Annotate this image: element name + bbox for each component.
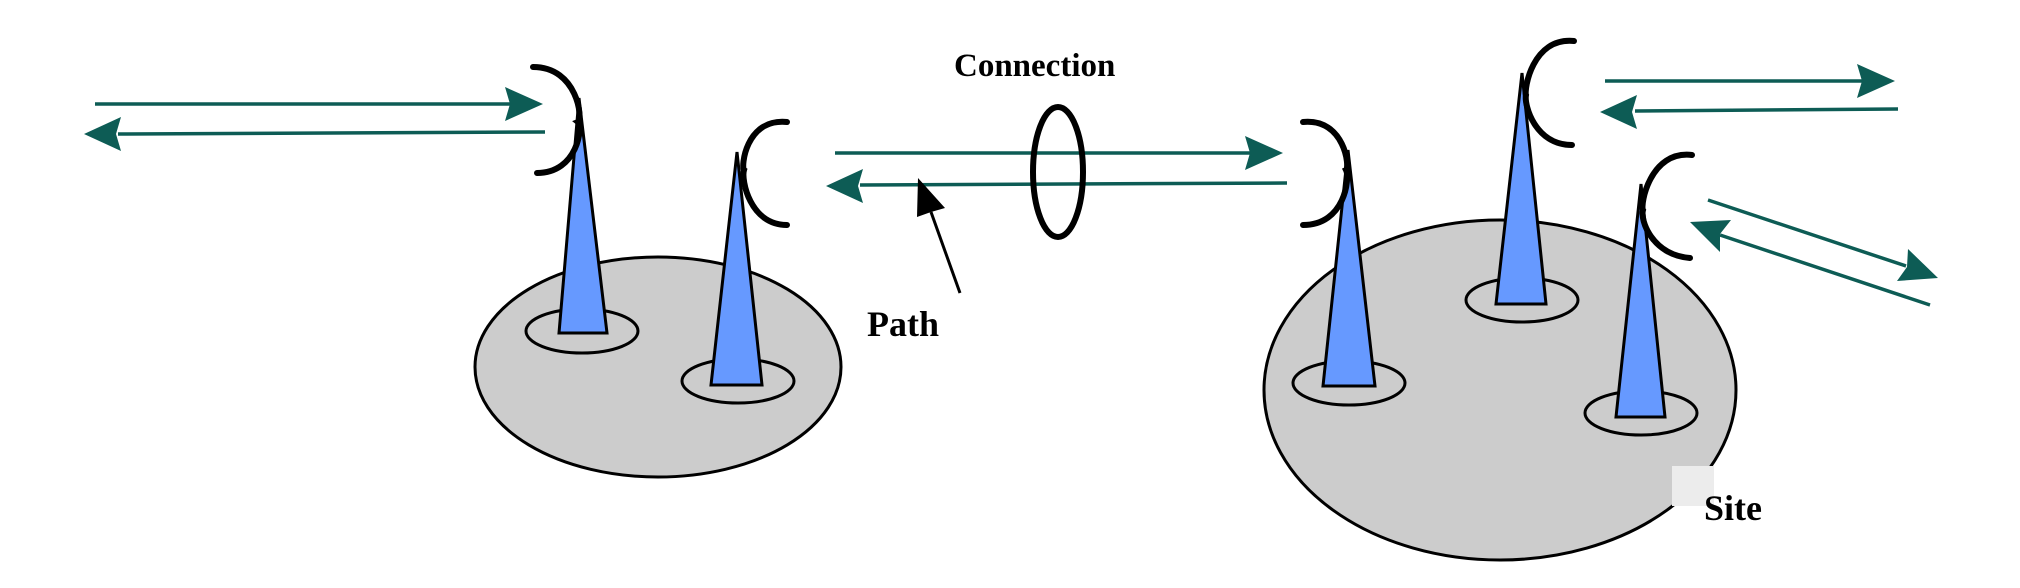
site-right-area	[1262, 218, 1738, 562]
pointer-line	[929, 211, 962, 294]
antenna-left-2	[680, 151, 796, 405]
path-pointer	[917, 178, 962, 294]
pointer-arrow-icon	[917, 178, 945, 217]
antenna-icon	[1321, 149, 1377, 388]
beam-bracket-icon	[530, 64, 583, 176]
arrow-icon	[1690, 220, 1731, 252]
antenna-right-2	[1464, 72, 1580, 324]
arrow-icon	[826, 169, 863, 203]
antenna-left-1	[524, 97, 640, 355]
arrow-icon	[1857, 64, 1895, 98]
site-label: Site	[1704, 488, 1762, 528]
beam-bracket-icon	[1639, 151, 1695, 261]
arrow-line	[1634, 107, 1899, 113]
arrow-line	[1707, 198, 1907, 268]
arrows-right-top	[1600, 64, 1899, 129]
arrow-icon	[1245, 136, 1283, 170]
path-label: Path	[867, 304, 939, 344]
connection-ring	[1030, 104, 1086, 240]
beam-bracket-icon	[1300, 118, 1351, 228]
antenna-icon	[1614, 183, 1667, 419]
site-right	[1262, 37, 1738, 562]
antenna-icon	[557, 97, 609, 335]
arrows-left	[84, 87, 546, 151]
beam-bracket-icon	[740, 118, 790, 228]
antenna-icon	[1494, 72, 1548, 306]
antenna-right-3	[1583, 183, 1699, 437]
arrow-line	[859, 181, 1288, 187]
antenna-icon	[709, 151, 764, 387]
arrow-line	[1719, 233, 1931, 307]
site-left-area	[473, 255, 843, 479]
arrow-icon	[84, 117, 121, 151]
arrow-icon	[1600, 95, 1637, 129]
arrows-right-diagonal	[1690, 198, 1938, 307]
site-label-backdrop	[1672, 466, 1714, 506]
antenna-right-1	[1291, 149, 1407, 407]
site-left	[473, 64, 843, 479]
arrow-icon	[1897, 249, 1938, 281]
connection-label: Connection	[954, 48, 1115, 84]
arrow-icon	[505, 87, 543, 121]
beam-bracket-icon	[1522, 37, 1577, 148]
arrows-connection	[826, 104, 1288, 240]
arrow-line	[117, 130, 546, 136]
